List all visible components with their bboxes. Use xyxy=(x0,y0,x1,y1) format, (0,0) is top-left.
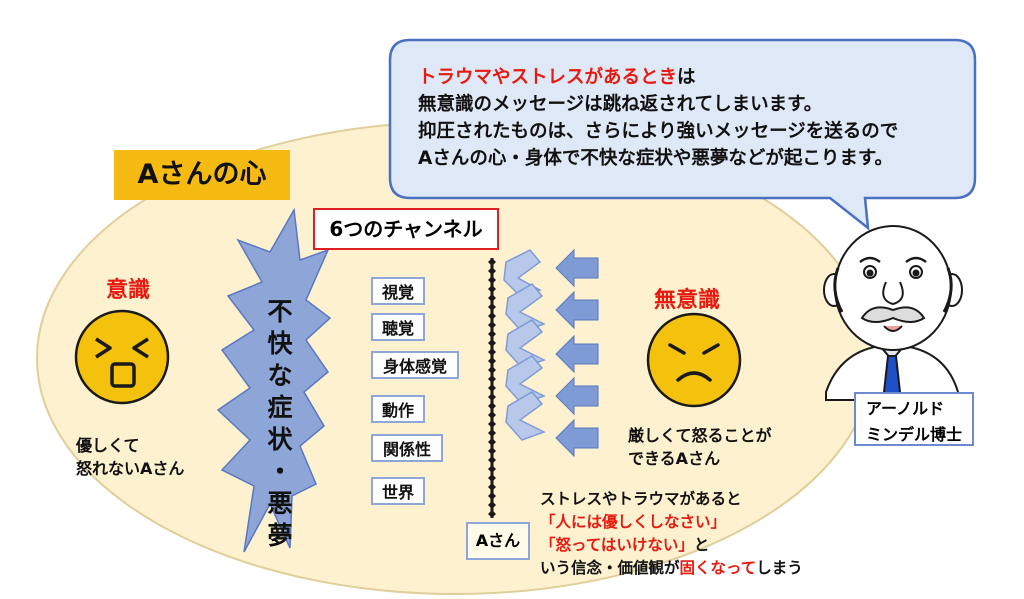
barrier-diamond xyxy=(488,384,496,392)
barrier-diamond xyxy=(488,456,496,464)
bubble-line-3: 抑圧されたものは、さらにより強いメッセージを送るので xyxy=(418,121,899,142)
barrier-line xyxy=(488,258,496,518)
unconscious-desc-line-1: 厳しくて怒ることが xyxy=(628,426,772,445)
barrier-diamond xyxy=(488,402,496,410)
barrier-diamond xyxy=(488,393,496,401)
stress-line-4-a: いう信念・価値観が xyxy=(540,559,680,577)
barrier-diamond xyxy=(488,312,496,320)
stress-line-3-red: 「怒ってはいけない」 xyxy=(540,536,694,554)
symptom-char: な xyxy=(267,361,293,390)
stress-line-3: 「怒ってはいけない」と xyxy=(540,534,840,557)
stress-line-4: いう信念・価値観が固くなってしまう xyxy=(540,557,840,580)
conscious-label: 意識 xyxy=(106,278,151,303)
bubble-line-2: 無意識のメッセージは跳ね返されてしまいます。 xyxy=(418,94,823,115)
unconscious-description: 厳しくて怒ることが できるAさん xyxy=(628,424,818,470)
barrier-diamond xyxy=(488,348,496,356)
doctor-illustration-icon xyxy=(823,225,963,401)
barrier-diamond xyxy=(488,303,496,311)
barrier-diamond xyxy=(488,285,496,293)
symptom-char: 状 xyxy=(267,425,293,454)
barrier-diamond xyxy=(488,276,496,284)
unconscious-label: 無意識 xyxy=(654,288,721,313)
symptom-char: 悪 xyxy=(267,489,293,518)
bubble-line-1-red: トラウマやストレスがあるとき xyxy=(418,67,678,88)
stress-line-4-b: しまう xyxy=(756,559,803,577)
channel-item: 世界 xyxy=(371,477,425,505)
barrier-diamond xyxy=(488,330,496,338)
barrier-diamond xyxy=(488,411,496,419)
heart-title: Aさんの心 xyxy=(114,150,290,200)
barrier-diamond xyxy=(488,375,496,383)
symptom-char: 症 xyxy=(267,393,293,422)
channels-title: 6つのチャンネル xyxy=(313,208,499,250)
barrier-diamond xyxy=(488,465,496,473)
symptom-char: 快 xyxy=(267,329,293,358)
conscious-desc-line-2: 怒れないAさん xyxy=(76,459,185,478)
barrier-diamond xyxy=(488,321,496,329)
barrier-diamond xyxy=(488,357,496,365)
channel-item: 聴覚 xyxy=(371,313,425,341)
barrier-diamond xyxy=(488,420,496,428)
stress-line-2: 「人には優しくしなさい」 xyxy=(540,513,727,531)
conscious-desc-line-1: 優しくて xyxy=(76,436,140,455)
channel-item: 視覚 xyxy=(371,277,425,305)
unconscious-desc-line-2: できるAさん xyxy=(628,449,721,468)
barrier-diamond xyxy=(488,258,496,266)
barrier-diamond xyxy=(488,294,496,302)
symptom-char: 夢 xyxy=(267,521,293,550)
channel-item: 動作 xyxy=(371,395,425,423)
barrier-diamond xyxy=(488,438,496,446)
channel-item: 身体感覚 xyxy=(371,351,459,379)
channel-item: 関係性 xyxy=(371,434,443,462)
symptom-burst-shape xyxy=(216,207,332,553)
person-label: Aさん xyxy=(466,522,530,560)
doctor-label: アーノルド ミンデル博士 xyxy=(854,392,974,446)
incoming-arrows xyxy=(555,248,599,458)
barrier-diamond xyxy=(488,474,496,482)
doctor-line-1: アーノルド xyxy=(866,399,945,418)
barrier-diamond xyxy=(488,267,496,275)
barrier-diamond xyxy=(488,339,496,347)
barrier-diamond xyxy=(488,483,496,491)
barrier-diamond xyxy=(488,492,496,500)
stress-line-3-rest: と xyxy=(693,536,710,554)
doctor-line-2: ミンデル博士 xyxy=(866,425,963,444)
speech-bubble xyxy=(388,38,977,231)
barrier-diamond xyxy=(488,510,496,518)
conscious-face-icon xyxy=(74,309,170,405)
symptom-text: 不快な症状・悪夢 xyxy=(262,296,298,552)
barrier-diamond xyxy=(488,501,496,509)
stress-note: ストレスやトラウマがあると 「人には優しくしなさい」 「怒ってはいけない」と い… xyxy=(540,488,840,580)
conscious-description: 優しくて 怒れないAさん xyxy=(76,434,236,480)
barrier-diamond xyxy=(488,429,496,437)
bubble-line-1: トラウマやストレスがあるときは xyxy=(418,64,938,91)
reflected-arrows xyxy=(503,249,546,441)
barrier-diamond xyxy=(488,366,496,374)
unconscious-face-icon xyxy=(646,312,742,408)
symptom-char: ・ xyxy=(267,457,293,486)
symptom-char: 不 xyxy=(267,297,293,326)
speech-bubble-text: トラウマやストレスがあるときは 無意識のメッセージは跳ね返されてしまいます。 抑… xyxy=(418,64,938,172)
barrier-diamond xyxy=(488,447,496,455)
stress-line-1: ストレスやトラウマがあると xyxy=(540,490,742,508)
stress-line-4-red: 固くなって xyxy=(679,559,757,577)
bubble-line-4: Aさんの心・身体で不快な症状や悪夢などが起こります。 xyxy=(418,148,893,169)
bubble-line-1-rest: は xyxy=(677,67,696,88)
